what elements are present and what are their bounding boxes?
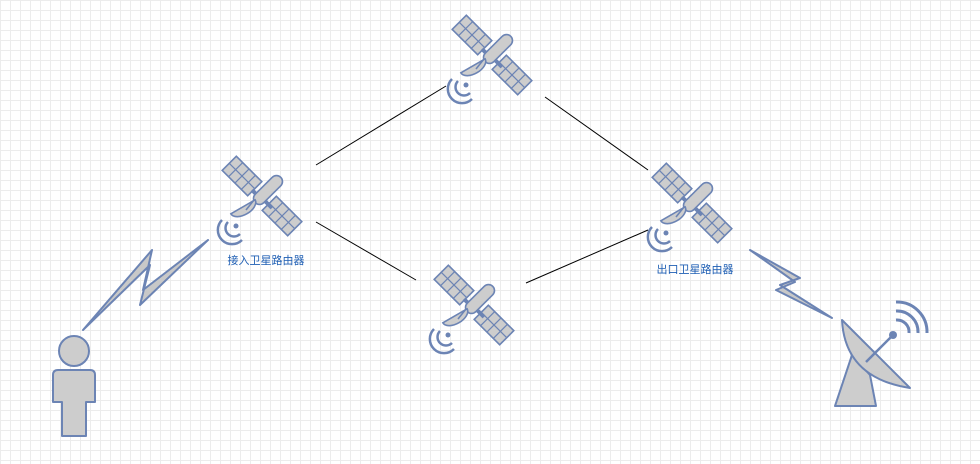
wireless-link-ground-icon xyxy=(749,249,833,319)
wireless-link-user-icon xyxy=(82,239,209,331)
satellite-bottom-icon xyxy=(427,263,516,356)
link-bottom-egress xyxy=(525,229,649,284)
access-router-label: 接入卫星路由器 xyxy=(228,253,305,267)
satellite-egress-icon xyxy=(645,161,734,254)
link-top-egress xyxy=(544,96,649,171)
link-access-bottom xyxy=(315,221,417,281)
user-icon xyxy=(52,335,96,437)
link-access-top xyxy=(315,85,447,166)
satellite-access-icon xyxy=(215,154,304,247)
egress-router-label: 出口卫星路由器 xyxy=(657,262,734,276)
satellite-top-icon xyxy=(445,13,534,106)
satellite-dish-icon xyxy=(834,300,929,407)
